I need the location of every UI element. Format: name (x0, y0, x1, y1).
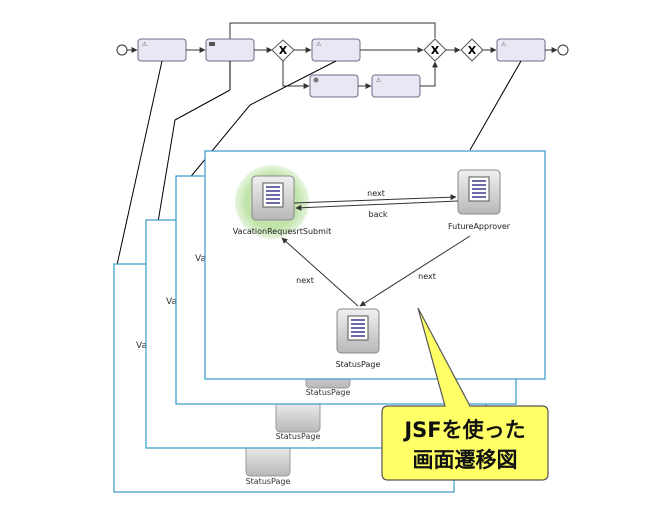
user-task-icon: ⚠ (316, 41, 322, 48)
transition-approver-submit (295, 200, 459, 211)
edge-6 (420, 61, 438, 87)
gateway-2 (423, 38, 447, 62)
gateway-2-label: X (431, 44, 440, 57)
callout-box (381, 307, 549, 481)
layer-2-status-label: StatusPage (306, 388, 351, 397)
process-flow: ⚠ X ⚠ ⚠ X X ⚠ (116, 22, 569, 98)
callout: JSFを使った 画面遷移図 (381, 307, 549, 481)
user-task-icon: ⚠ (501, 41, 507, 48)
transition-submit-approver (293, 194, 457, 204)
transition-next-label-1: next (367, 189, 385, 198)
gateway-1-label: X (279, 44, 288, 57)
user-task-icon: ⚠ (142, 41, 148, 48)
callout-line-2: 画面遷移図 (413, 448, 518, 472)
layer-4-status-label: StatusPage (246, 477, 291, 486)
layer-3-status-label: StatusPage (276, 432, 321, 441)
transition-back-label: back (368, 210, 387, 219)
status-page-label: StatusPage (336, 360, 381, 369)
service-task-icon (313, 77, 319, 83)
layer-4-page-icon (245, 443, 291, 477)
start-event (116, 44, 128, 56)
gateway-3-label: X (468, 44, 477, 57)
end-event (557, 44, 569, 56)
layer-2-partial-label: Va (195, 254, 206, 264)
layer-4-partial-label: Va (136, 341, 147, 351)
submit-page-label: VacationRequesrtSubmit (233, 227, 332, 236)
transition-next-label-2: next (296, 276, 314, 285)
screen-layer-front: VacationRequesrtSubmit FutureApprover St… (204, 150, 546, 380)
layer-3-partial-label: Va (166, 297, 177, 307)
edge-branch (282, 61, 310, 89)
layer-3-page-icon (275, 399, 321, 433)
gateway-3 (460, 38, 484, 62)
user-task-icon: ⚠ (376, 77, 382, 84)
transition-submit-status (281, 237, 359, 307)
transition-approver-status (359, 235, 471, 307)
callout-line-1: JSFを使った (402, 418, 525, 442)
script-task-icon (209, 42, 215, 46)
loop-back-edge (229, 22, 436, 40)
approver-page-label: FutureApprover (448, 222, 511, 231)
transition-next-label-3: next (418, 272, 436, 281)
